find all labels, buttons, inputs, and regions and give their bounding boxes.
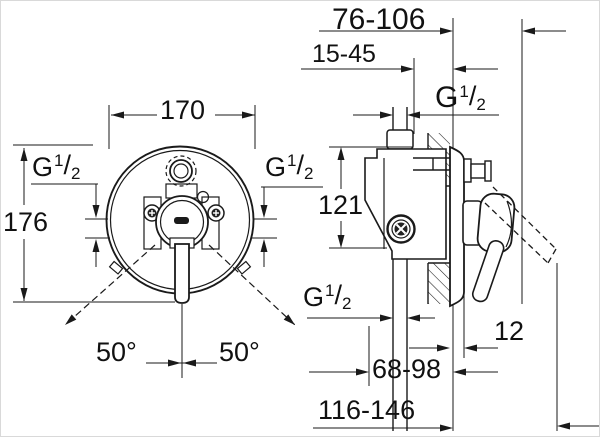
thread-label-side-bottom: G1/2 — [303, 280, 352, 313]
front-view — [64, 145, 296, 378]
side-view — [364, 18, 558, 431]
thread-label-front-right: G1/2 — [265, 150, 314, 183]
dim-depth-range-top: 76-106 — [332, 3, 426, 36]
dim-wall-depth-range: 15-45 — [312, 40, 376, 68]
dim-overall-height: 176 — [3, 207, 49, 237]
angle-right-label: 50° — [219, 337, 260, 367]
dim-body-depth-range: 68-98 — [372, 354, 442, 384]
thread-label-side-top: G1/2 — [435, 81, 486, 114]
dim-port-distance: 121 — [318, 190, 364, 220]
dim-total-depth-range: 116-146 — [318, 395, 416, 425]
dim-plate-diameter: 170 — [160, 95, 206, 125]
front-view-dimensions — [13, 105, 323, 303]
angle-left-label: 50° — [96, 337, 137, 367]
thread-label-front-left: G1/2 — [32, 150, 81, 183]
dim-plate-thickness: 12 — [494, 316, 525, 346]
side-view-dimensions — [301, 27, 599, 432]
